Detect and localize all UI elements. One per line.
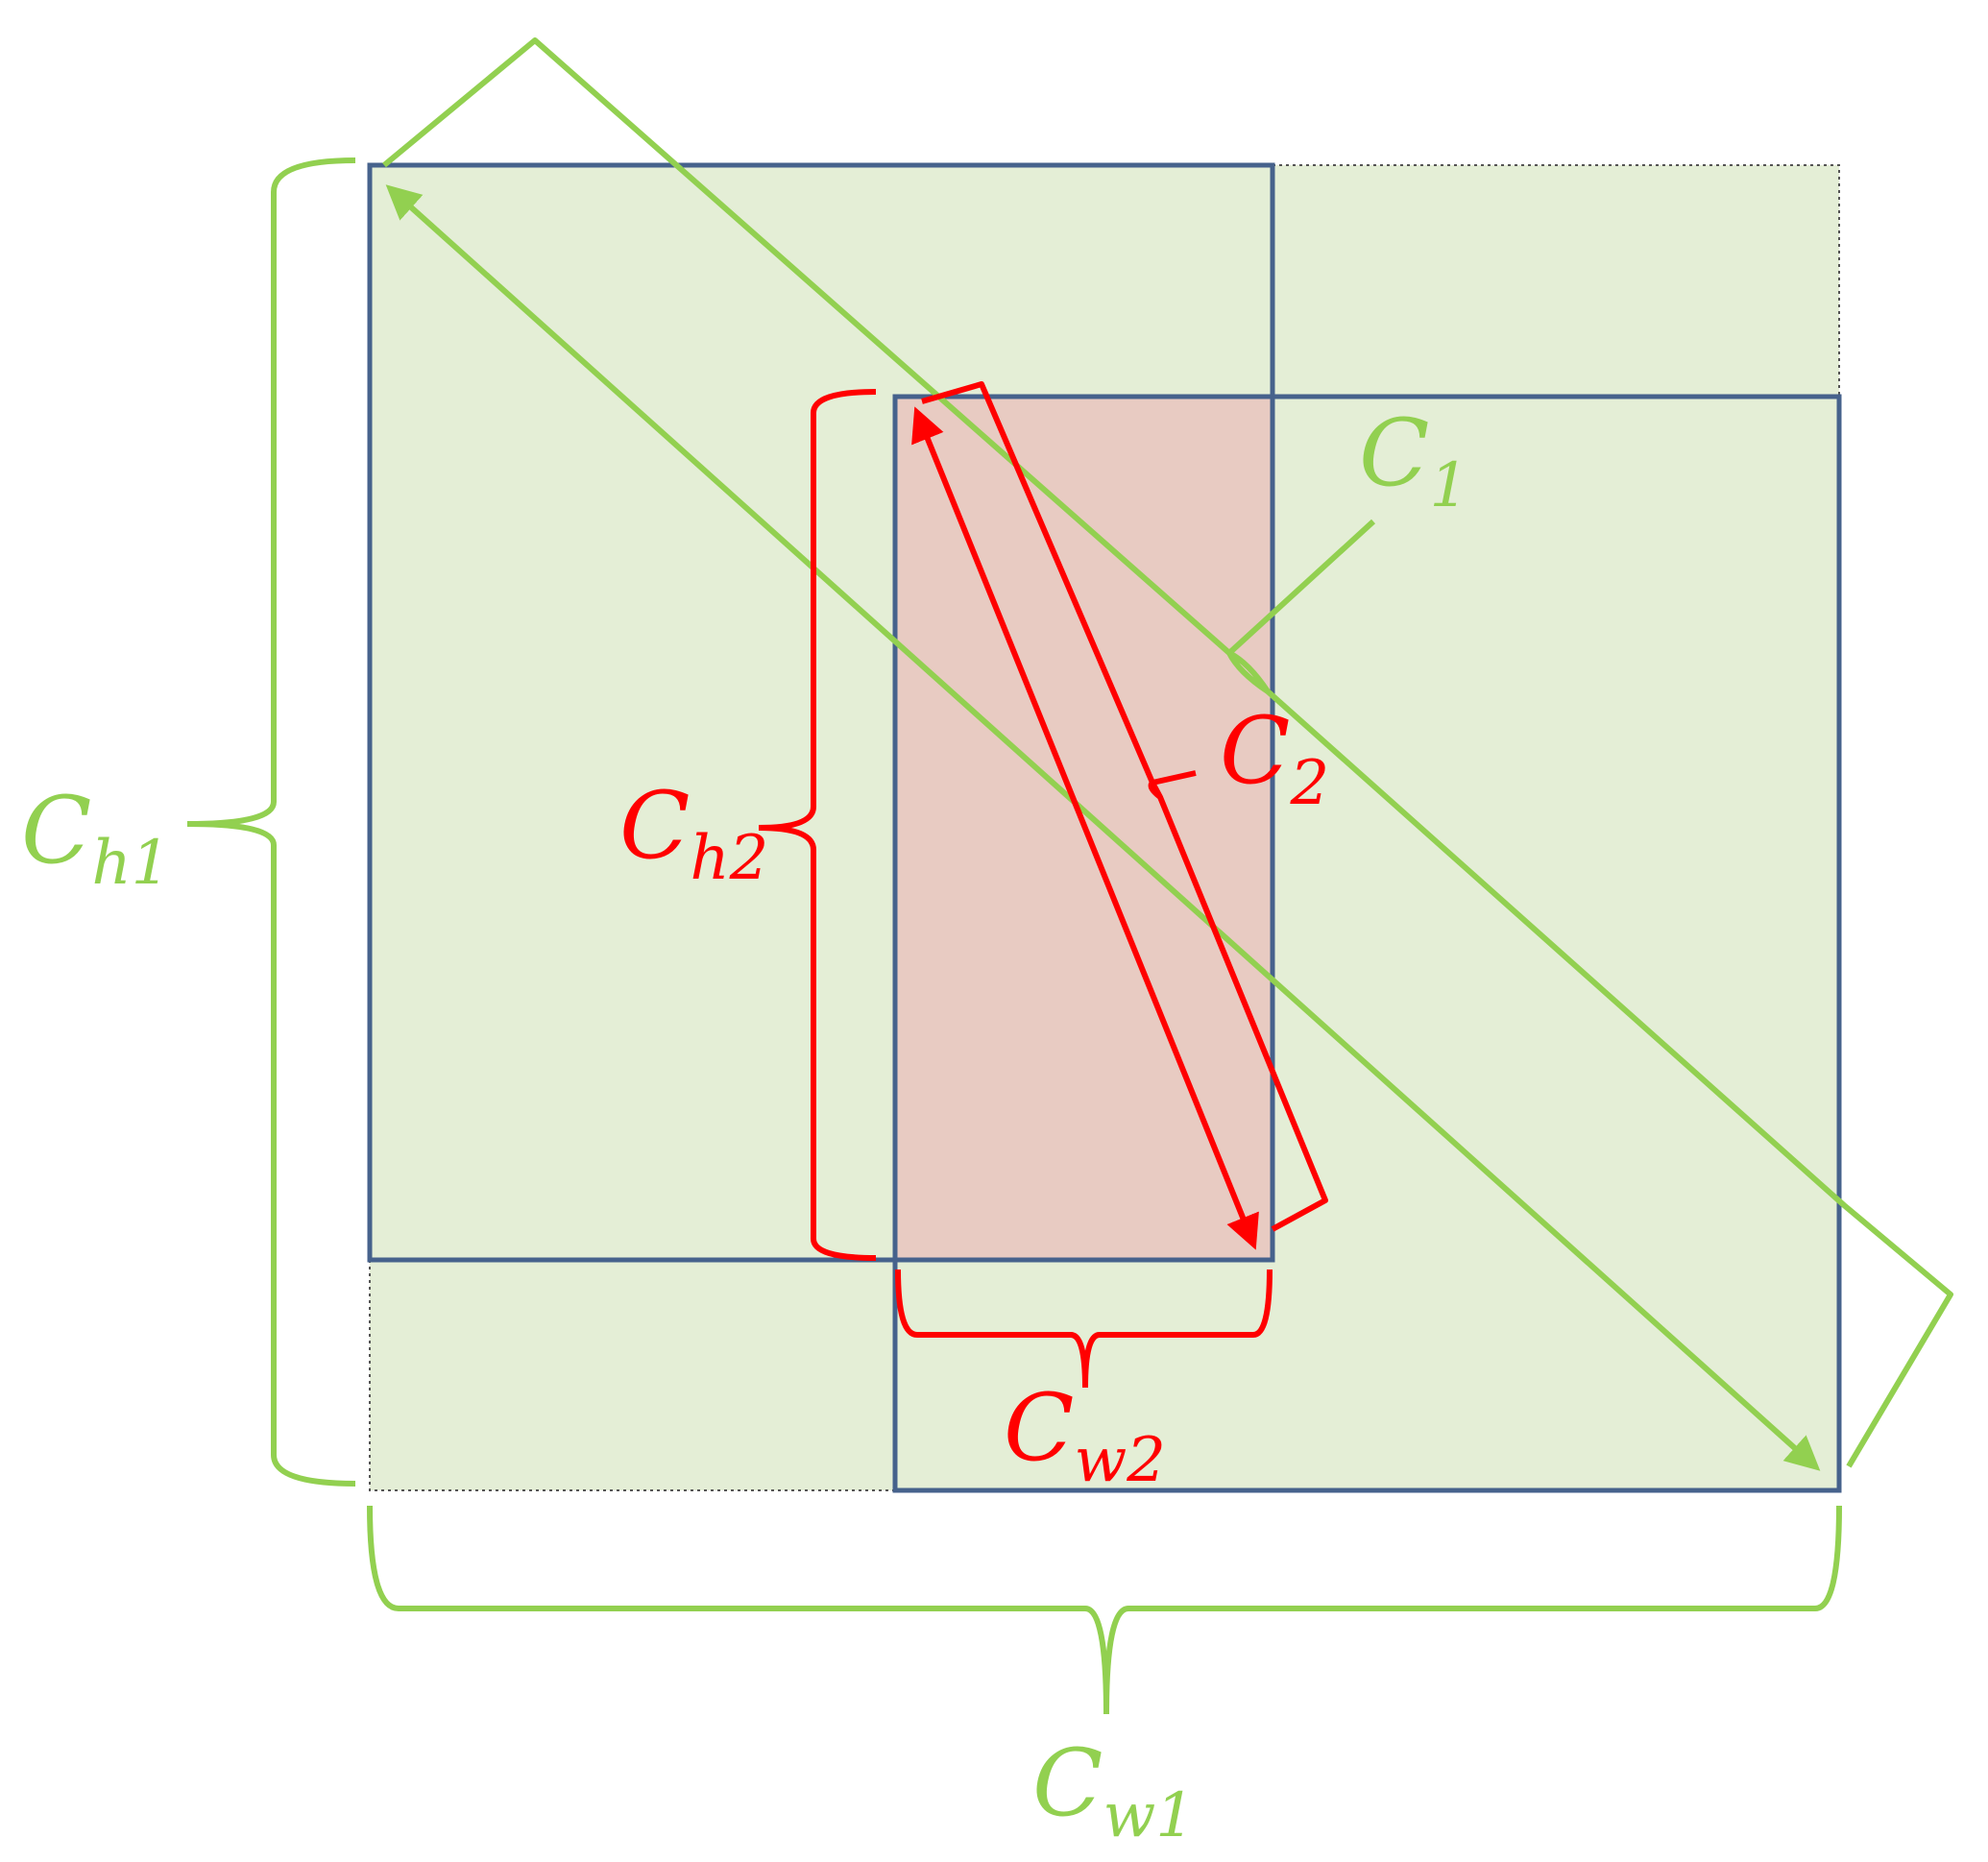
label-ch1: Ch1: [21, 777, 170, 899]
label-cw1: Cw1: [1032, 1729, 1195, 1851]
width-brace-cw2: [895, 1269, 1273, 1389]
enclosing-box-dotted-bottom: [369, 1260, 895, 1491]
height-brace-ch1: [186, 157, 356, 1487]
enclosing-box-dotted-top: [1273, 164, 1840, 397]
height-brace-ch2: [758, 389, 877, 1261]
width-brace-cw1: [367, 1505, 1842, 1715]
label-c1: C1: [1359, 399, 1468, 521]
label-ch2: Ch2: [619, 772, 768, 894]
diagonal-brace-c2: [921, 381, 1328, 1232]
label-c2: C2: [1220, 697, 1329, 819]
intersection-diagonal-arrow: [911, 406, 1259, 1250]
label-cw2: Cw2: [1004, 1374, 1166, 1496]
